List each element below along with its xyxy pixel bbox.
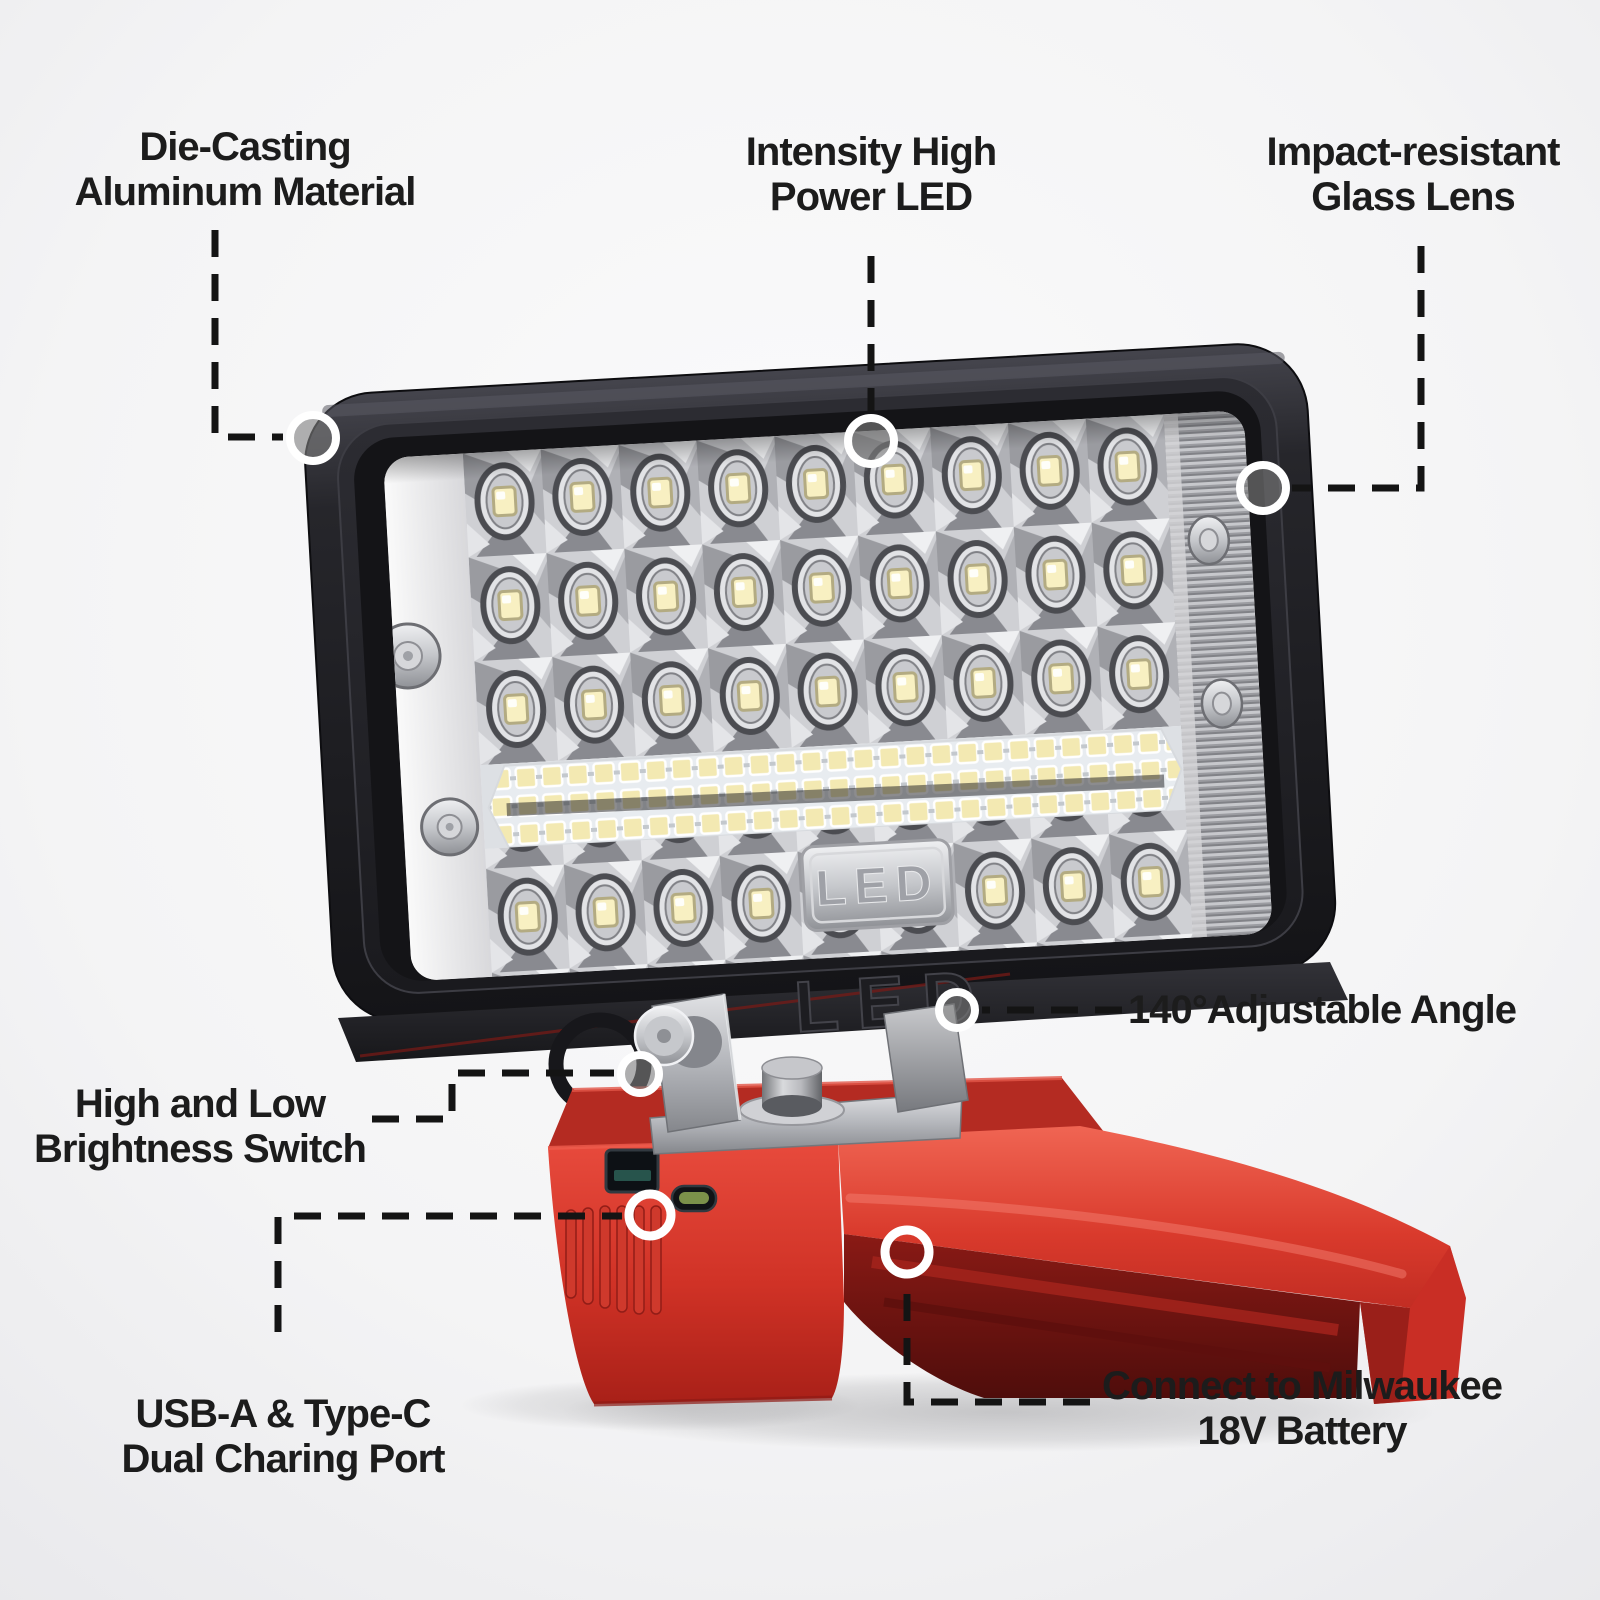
bracket-knob[interactable] [633, 1005, 722, 1068]
callout-text-line: Intensity High [745, 130, 997, 174]
callout-text-line: 18V Battery [1197, 1409, 1407, 1453]
smd-led-strip [487, 727, 1183, 849]
callout-marker-brightness-switch [617, 1051, 663, 1097]
usb-a-port[interactable] [604, 1148, 660, 1194]
battery-adapter-base [547, 1076, 1466, 1407]
callout-label-adjustable-angle: 140°Adjustable Angle [1128, 988, 1593, 1033]
callout-marker-die-casting [286, 411, 340, 465]
callout-marker-usb-ports [624, 1189, 676, 1241]
callout-marker-high-power-led [844, 414, 898, 468]
callout-line-battery-connect [903, 1280, 1090, 1406]
mounting-bracket [633, 993, 969, 1155]
callout-label-battery-connect: Connect to Milwaukee 18V Battery [1087, 1364, 1517, 1454]
callout-label-glass-lens: Impact-resistant Glass Lens [1198, 130, 1600, 220]
lens-screw-right-lower [1200, 678, 1244, 729]
callout-label-brightness-switch: High and Low Brightness Switch [0, 1082, 400, 1172]
lens-screw-right-upper [1187, 514, 1231, 566]
callout-graphics [211, 230, 1425, 1406]
callout-text-line: Dual Charing Port [121, 1437, 445, 1481]
callout-text-line: USB-A & Type-C [135, 1392, 432, 1436]
callout-label-die-casting: Die-Casting Aluminum Material [35, 125, 455, 215]
callout-marker-glass-lens [1236, 461, 1290, 515]
light-head: LED [304, 343, 1337, 1023]
callout-text-line: Brightness Switch [34, 1127, 367, 1171]
callout-text-line: Die-Casting [139, 125, 351, 169]
callout-text-line: Glass Lens [1311, 175, 1515, 219]
adapter-front-face [548, 1138, 844, 1404]
led-badge-text: LED [814, 854, 941, 917]
callout-label-usb-ports: USB-A & Type-C Dual Charing Port [73, 1392, 493, 1482]
callout-marker-adjustable-angle [935, 988, 979, 1032]
callout-label-high-power-led: Intensity High Power LED [656, 130, 1086, 220]
callout-text-line: 140°Adjustable Angle [1128, 988, 1517, 1032]
adapter-top-surface [838, 1126, 1464, 1308]
callout-marker-battery-connect [880, 1225, 934, 1279]
usb-c-port[interactable] [670, 1184, 718, 1213]
callout-text-line: High and Low [74, 1082, 326, 1126]
lens-screw-bottom-left [420, 797, 480, 857]
pivot-bolt[interactable] [761, 1056, 823, 1117]
callout-line-die-casting [211, 230, 283, 441]
lens-led-badge: LED [800, 838, 955, 933]
callout-text-line: Impact-resistant [1266, 130, 1561, 174]
callout-text-line: Aluminum Material [74, 170, 417, 214]
callout-line-brightness-switch [372, 1069, 614, 1123]
callout-text-line: Power LED [769, 175, 973, 219]
callout-text-line: Connect to Milwaukee [1101, 1364, 1503, 1408]
callout-line-glass-lens [1292, 246, 1425, 492]
led-array-top [462, 414, 1182, 766]
